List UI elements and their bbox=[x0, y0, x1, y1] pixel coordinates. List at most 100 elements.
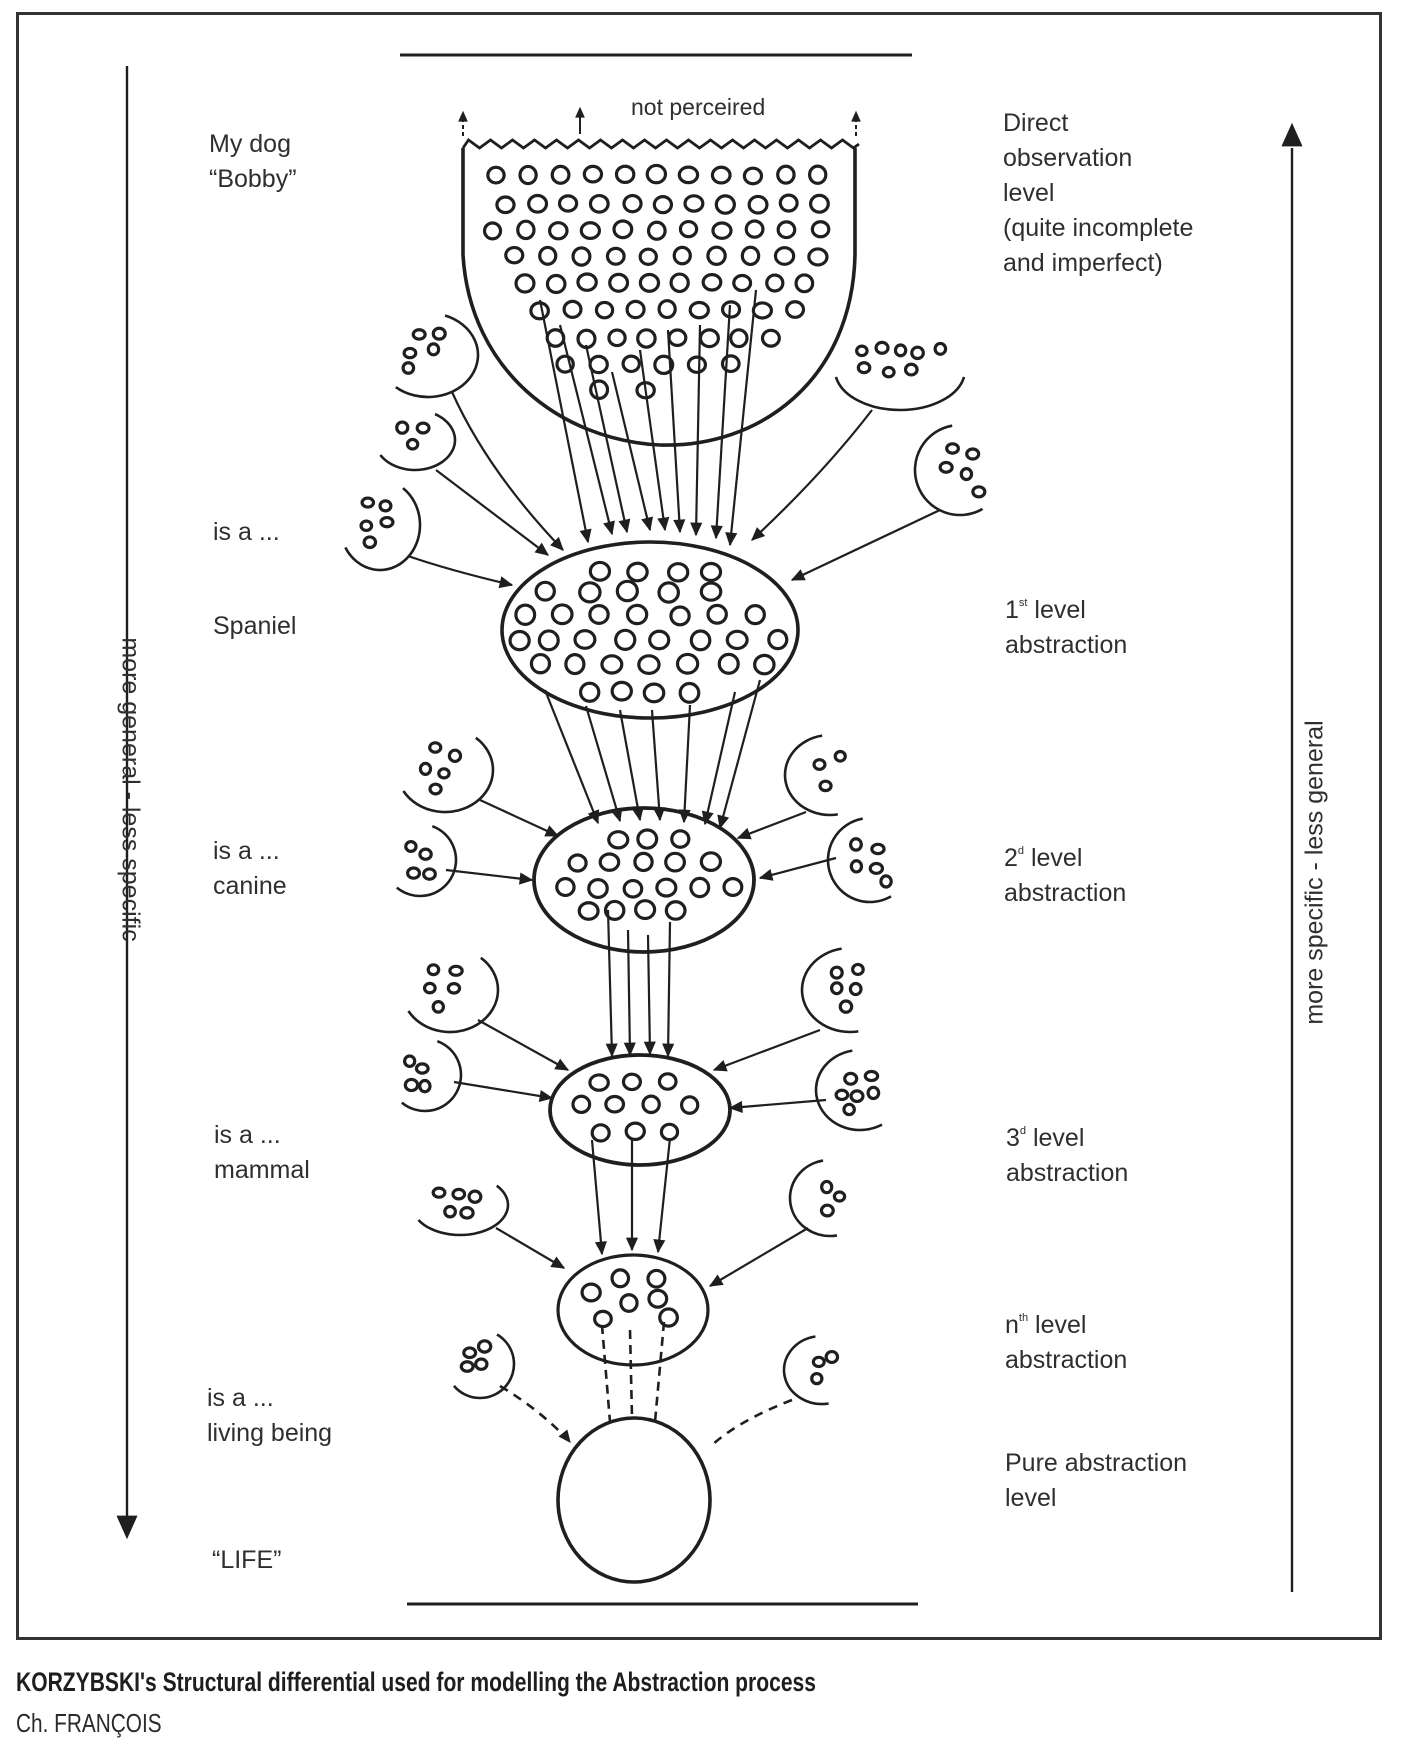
third-level-dot bbox=[659, 1122, 680, 1142]
first-level-dot bbox=[578, 581, 602, 604]
event-to-first-level-line bbox=[694, 324, 702, 536]
side-characteristic-dot bbox=[849, 1089, 865, 1104]
label-line: is a ... bbox=[207, 1384, 274, 1412]
side-characteristic-dot bbox=[414, 1062, 430, 1075]
event-characteristic-dot bbox=[614, 164, 636, 185]
side-characteristic-dot bbox=[818, 779, 833, 793]
label-line: abstraction bbox=[1006, 1159, 1129, 1187]
side-characteristic-dot bbox=[379, 515, 395, 529]
event-to-first-level-line bbox=[538, 299, 590, 543]
side-characteristics-lobe bbox=[801, 947, 859, 1034]
dashed-abstraction-line bbox=[600, 1324, 612, 1423]
label-line: canine bbox=[213, 872, 287, 900]
first-level-dot bbox=[648, 629, 671, 651]
side-characteristic-dot bbox=[812, 758, 827, 771]
side-characteristic-dot bbox=[959, 467, 974, 482]
side-characteristic-dot bbox=[811, 1355, 826, 1369]
label-line: My dog bbox=[209, 130, 291, 158]
side-characteristic-dot bbox=[893, 343, 908, 358]
arrowhead-icon bbox=[710, 525, 723, 540]
arrowhead-icon bbox=[653, 807, 666, 822]
side-characteristic-dot bbox=[874, 340, 890, 355]
side-characteristic-dot bbox=[842, 1102, 856, 1117]
first-level-dot bbox=[529, 652, 552, 675]
event-characteristic-dot bbox=[589, 379, 610, 400]
side-characteristic-dot bbox=[834, 1088, 850, 1102]
side-characteristic-dot bbox=[838, 999, 854, 1014]
level-word: level bbox=[1026, 1124, 1085, 1152]
side-characteristic-dot bbox=[462, 1346, 478, 1360]
figure-frame bbox=[16, 12, 1382, 1640]
rejected-input-line bbox=[709, 1227, 809, 1287]
second-level-dot bbox=[607, 830, 630, 850]
event-characteristic-dot bbox=[776, 220, 797, 240]
side-characteristic-dot bbox=[870, 842, 886, 856]
label-line: and imperfect) bbox=[1003, 249, 1163, 277]
event-characteristic-dot bbox=[810, 220, 831, 239]
label-line: abstraction bbox=[1004, 879, 1127, 907]
side-characteristics-lobe bbox=[396, 824, 458, 898]
side-characteristic-dot bbox=[447, 748, 463, 764]
right-label-nth-level: nth level abstraction bbox=[1005, 1308, 1127, 1378]
side-characteristic-dot bbox=[459, 1360, 475, 1373]
arrowhead-icon bbox=[736, 827, 752, 840]
arrowhead-icon bbox=[751, 527, 766, 541]
side-characteristics-lobe bbox=[417, 1184, 510, 1237]
second-level-ellipse bbox=[532, 806, 756, 954]
third-level-dot bbox=[621, 1072, 642, 1092]
level-word: level bbox=[1028, 1311, 1087, 1339]
event-to-first-level-line bbox=[714, 304, 732, 539]
second-level-dot bbox=[577, 901, 600, 921]
second-level-dot bbox=[633, 851, 654, 873]
event-characteristic-dot bbox=[778, 193, 799, 213]
first-level-dot bbox=[706, 603, 728, 625]
arrowhead-icon bbox=[690, 522, 703, 537]
event-characteristic-dot bbox=[701, 273, 723, 292]
first-level-dot bbox=[725, 629, 749, 651]
first-level-dot bbox=[588, 603, 610, 625]
rejected-input-line bbox=[791, 509, 941, 581]
first-level-dot bbox=[669, 605, 691, 627]
side-characteristic-dot bbox=[851, 962, 865, 977]
second-level-dot bbox=[622, 878, 644, 899]
event-characteristic-dot bbox=[576, 272, 598, 292]
side-characteristic-dot bbox=[360, 496, 376, 509]
event-characteristic-dot bbox=[732, 273, 753, 293]
event-to-first-level-line bbox=[728, 289, 758, 546]
side-characteristics-lobe bbox=[826, 817, 892, 904]
event-characteristic-dot bbox=[706, 245, 727, 266]
label-line: mammal bbox=[214, 1156, 310, 1184]
second-level-dot bbox=[670, 829, 691, 849]
level-suffix: d bbox=[1017, 845, 1025, 857]
side-characteristic-dot bbox=[945, 442, 960, 455]
event-characteristic-dot bbox=[652, 195, 674, 215]
label-line: “LIFE” bbox=[212, 1546, 282, 1574]
nth-level-dot bbox=[647, 1288, 669, 1309]
event-characteristic-dot bbox=[557, 194, 579, 213]
third-level-dot bbox=[604, 1094, 626, 1114]
rejected-input-line bbox=[479, 799, 559, 837]
event-characteristic-dot bbox=[550, 164, 571, 185]
event-characteristic-dot bbox=[638, 247, 658, 266]
event-characteristic-dot bbox=[760, 328, 781, 348]
left-label-living-being: is a ... living being bbox=[207, 1381, 332, 1451]
event-characteristic-dot bbox=[538, 245, 558, 266]
event-characteristic-dot bbox=[785, 300, 806, 319]
side-characteristic-dot bbox=[910, 345, 925, 361]
side-characteristic-dot bbox=[829, 981, 844, 996]
side-characteristic-dot bbox=[476, 1339, 493, 1354]
third-level-dot bbox=[588, 1073, 610, 1092]
first-level-dot bbox=[699, 561, 723, 583]
rejected-input-line bbox=[713, 1028, 821, 1072]
first-level-dot bbox=[564, 653, 586, 676]
side-characteristic-dot bbox=[856, 361, 872, 375]
side-characteristic-dot bbox=[401, 361, 416, 375]
label-line: living being bbox=[207, 1419, 333, 1447]
label-line: “Bobby” bbox=[209, 165, 297, 193]
event-characteristic-dot bbox=[504, 245, 525, 265]
second-level-dot bbox=[598, 852, 621, 872]
event-characteristic-dot bbox=[607, 328, 627, 348]
right-label-direct-observation: Direct observation level (quite incomple… bbox=[1003, 106, 1193, 281]
side-characteristics-lobe bbox=[344, 487, 422, 572]
event-characteristic-dot bbox=[582, 164, 604, 184]
